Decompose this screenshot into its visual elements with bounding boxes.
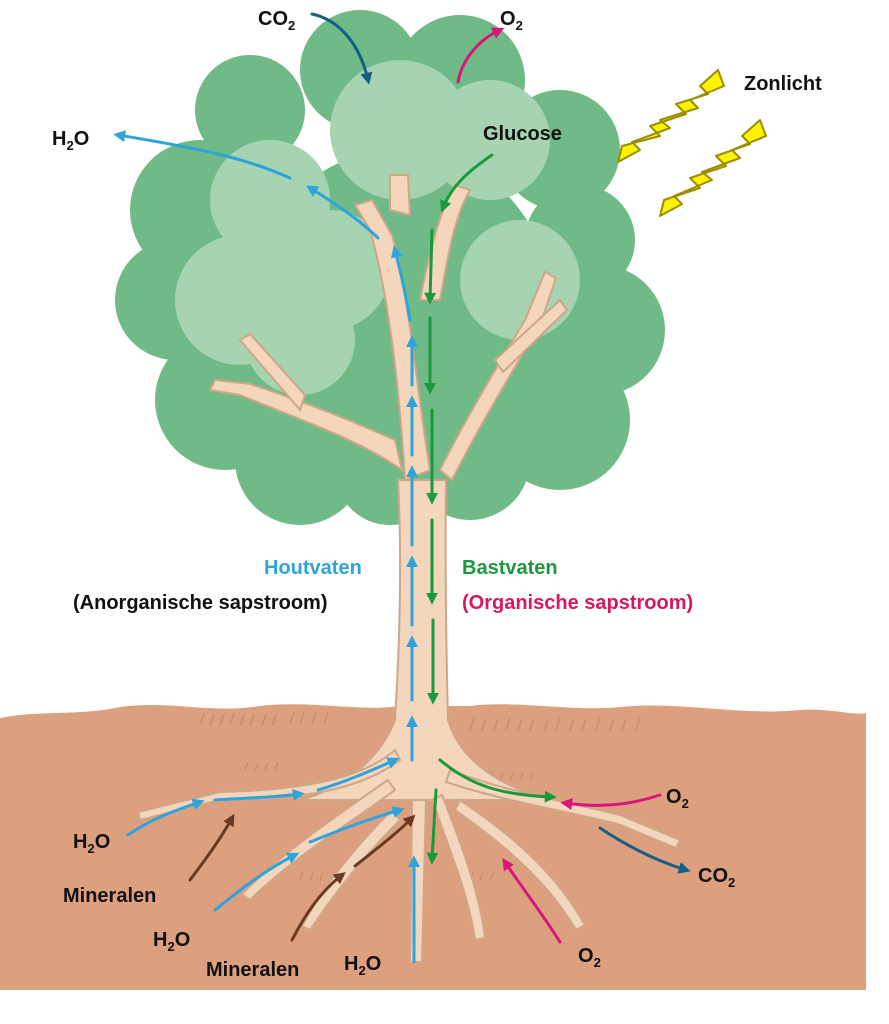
- phloem-title: Bastvaten: [462, 557, 558, 579]
- root-right-2: [453, 798, 587, 932]
- branch-right: [438, 270, 558, 482]
- o2-release-arrow: [456, 27, 505, 84]
- o2-bottom-intake-arrow: [502, 857, 562, 944]
- minerals-bottom-label: Mineralen: [206, 959, 299, 981]
- co2-root-right-label: CO2: [698, 865, 735, 890]
- phloem-root-center-arrow: [426, 788, 439, 865]
- o2-root-right-label: O2: [666, 786, 689, 811]
- tree-canopy: [115, 10, 665, 525]
- labels: CO2 O2 Zonlicht H2O Glucose Houtvaten (A…: [52, 8, 822, 981]
- xylem-description: (Anorganische sapstroom): [73, 592, 327, 614]
- minerals-mid-arrow-2: [353, 814, 416, 868]
- glucose-label: Glucose: [483, 123, 562, 145]
- sunlight-label: Zonlicht: [744, 73, 822, 95]
- xylem-title: Houtvaten: [264, 557, 362, 579]
- exchange-arrows: [188, 12, 691, 944]
- xylem-root-left-arrow-3: [316, 757, 400, 792]
- branch-left: [208, 378, 404, 473]
- o2-bottom-right-label: O2: [578, 945, 601, 970]
- h2o-leaf-label: H2O: [52, 128, 89, 153]
- minerals-left-arrow: [188, 813, 235, 882]
- minerals-mid-arrow-1: [290, 872, 346, 942]
- phloem-root-right-arrow: [438, 758, 557, 803]
- xylem-leaf-arrow: [113, 130, 292, 180]
- branch-right-side: [493, 298, 569, 374]
- xylem-root-mid-arrow-2: [308, 806, 405, 844]
- h2o-bottom-label: H2O: [344, 953, 381, 978]
- phloem-description: (Organische sapstroom): [462, 592, 693, 614]
- xylem-root-left-arrow-2: [213, 789, 305, 802]
- phloem-trunk-arrow-1: [424, 228, 437, 305]
- xylem-arrows: [113, 130, 420, 964]
- root-right-center: [430, 793, 487, 942]
- xylem-root-left-arrow-1: [126, 798, 205, 837]
- root-center: [408, 799, 428, 963]
- xylem-branch-arrow-1: [390, 245, 412, 322]
- o2-top-label: O2: [500, 8, 523, 33]
- branch-right-top: [418, 183, 472, 301]
- branch-left-upper: [238, 332, 307, 412]
- minerals-left-label: Mineralen: [63, 885, 156, 907]
- branch-center-up: [389, 174, 412, 217]
- zigzag-lightning-icon: [617, 69, 767, 217]
- o2-root-intake-arrow: [560, 793, 662, 810]
- co2-root-release-arrow: [598, 826, 691, 874]
- xylem-branch-arrow-2: [305, 185, 380, 240]
- phloem-arrows: [424, 153, 557, 865]
- phloem-glucose-arrow: [440, 153, 494, 213]
- h2o-mid-label: H2O: [153, 929, 190, 954]
- h2o-left-label: H2O: [73, 831, 110, 856]
- co2-intake-arrow: [310, 12, 373, 85]
- co2-top-label: CO2: [258, 8, 295, 33]
- xylem-root-mid-arrow-1: [213, 852, 300, 912]
